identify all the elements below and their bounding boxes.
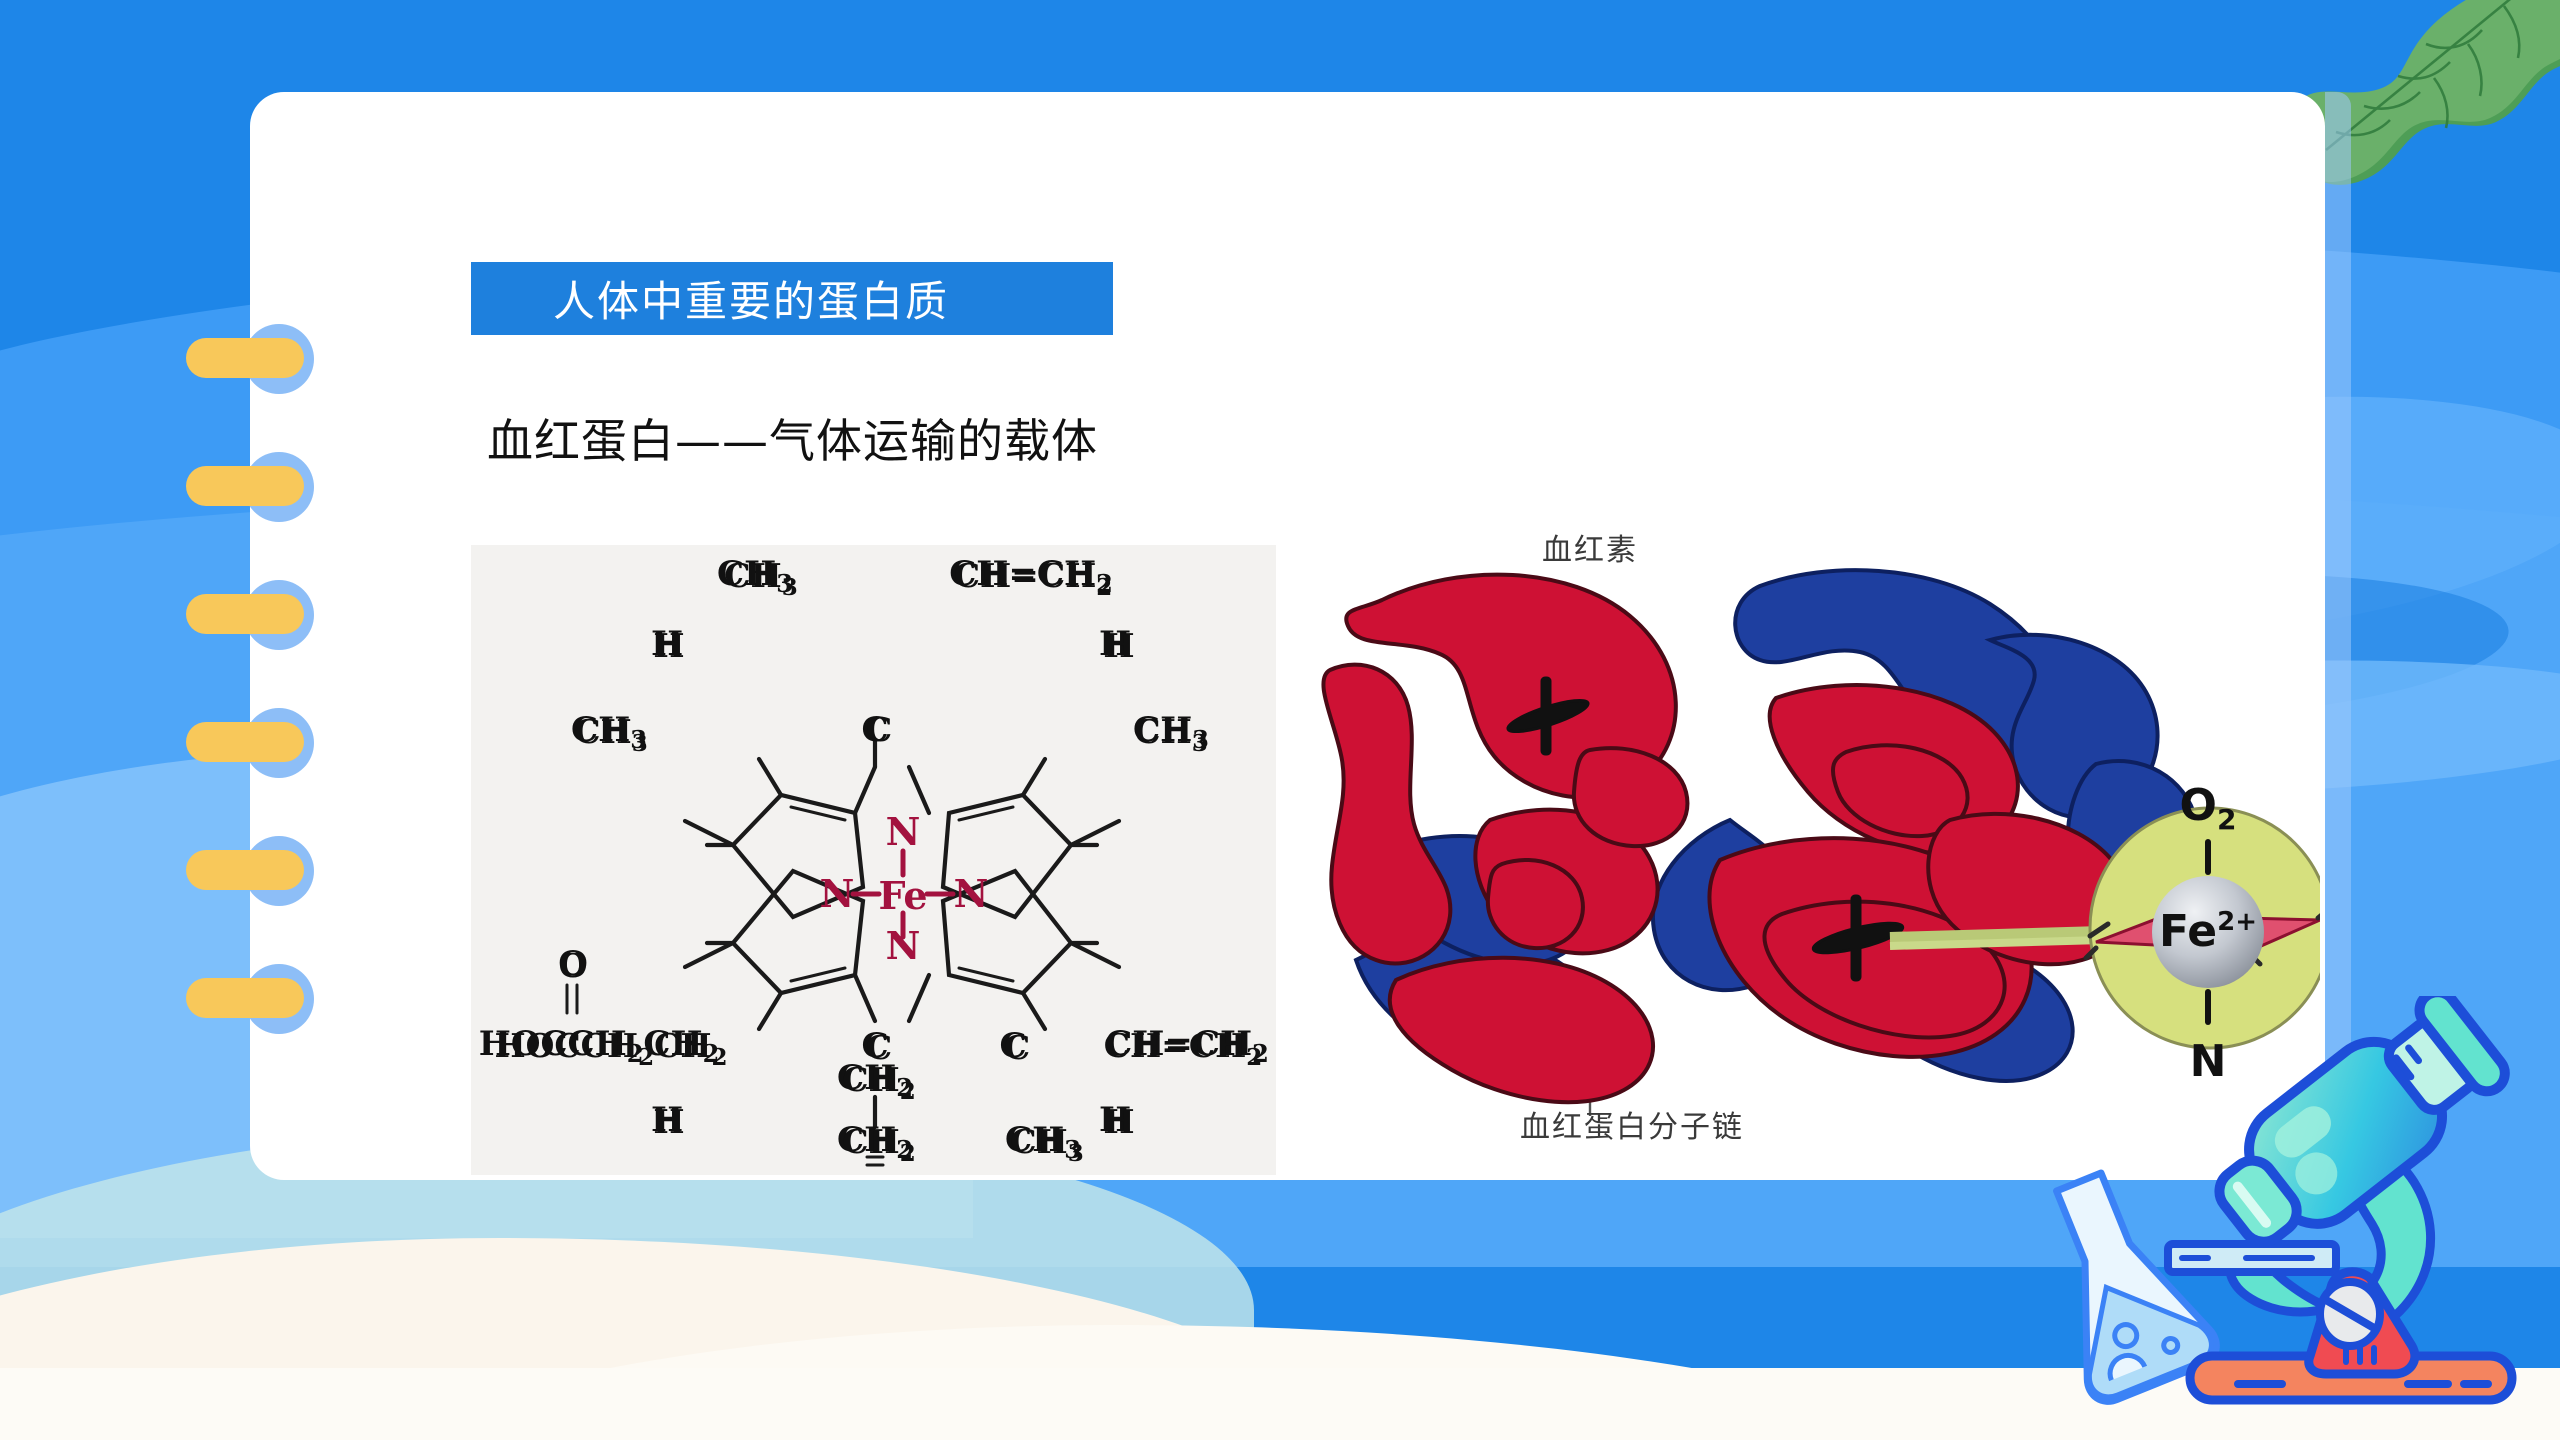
binder-bar-icon [186,466,304,506]
heme-n-top: N [886,809,921,854]
heme-fe-center: Fe [878,873,927,918]
label-lower-right-h: H [1099,1100,1131,1140]
binder-bar-icon [186,594,304,634]
label-top-right-vinyl: CH=CH2 [949,554,1113,598]
heme-structure-image: N N N N Fe CH3 CH=CH2 H H C CH3 CH3 O HO… [471,545,1276,1175]
heme-inset-group: O2 Fe2+ N [2083,780,2320,1087]
label-upper-right-h: H [1099,624,1131,664]
page-title: 人体中重要的蛋白质 [553,277,950,326]
label-carbon-ul: C [861,710,888,750]
binder-bar-icon [186,338,304,378]
subtitle-text: 血红蛋白——气体运输的载体 [487,414,1098,468]
binder-ring-5 [186,836,314,906]
label-upper-left-h: H [651,624,683,664]
callout-chain-label: 血红蛋白分子链 [1520,1110,1744,1145]
heme-n-left: N [820,871,855,916]
erlenmeyer-flask-icon [2010,1164,2230,1405]
label-left-carbonyl-o: O [558,944,588,984]
binder-ring-4 [186,708,314,778]
binder-bar-icon [186,722,304,762]
inset-label-n: N [2190,1036,2227,1087]
binder-bar-icon [186,978,304,1018]
inset-label-fe: Fe2+ [2159,906,2257,957]
heme-n-right: N [954,871,989,916]
label-bottom-ch2-b: CH2 [837,1120,913,1164]
binder-bar-icon [186,850,304,890]
binder-ring-6 [186,964,314,1034]
inset-label-o2: O2 [2180,780,2237,836]
label-carbon-ll: C [861,1026,888,1066]
title-banner: 人体中重要的蛋白质 [471,262,1113,335]
label-right-vinyl: CH=CH2 [1105,1024,1269,1068]
label-lower-left-h: H [651,1100,683,1140]
binder-ring-3 [186,580,314,650]
binder-ring-1 [186,324,314,394]
card-right-edge [2325,92,2351,1180]
label-left-propionate: HOCCH2CH2 [479,1024,720,1068]
heme-n-bottom: N [886,923,921,968]
microscope-icon [2134,987,2554,1436]
callout-heme-label: 血红素 [1542,533,1638,568]
hemoglobin-diagram: O2 Fe2+ N [1290,520,2320,1180]
label-carbon-lr: C [999,1026,1026,1066]
binder-ring-2 [186,452,314,522]
oak-leaf-icon [2230,0,2560,246]
